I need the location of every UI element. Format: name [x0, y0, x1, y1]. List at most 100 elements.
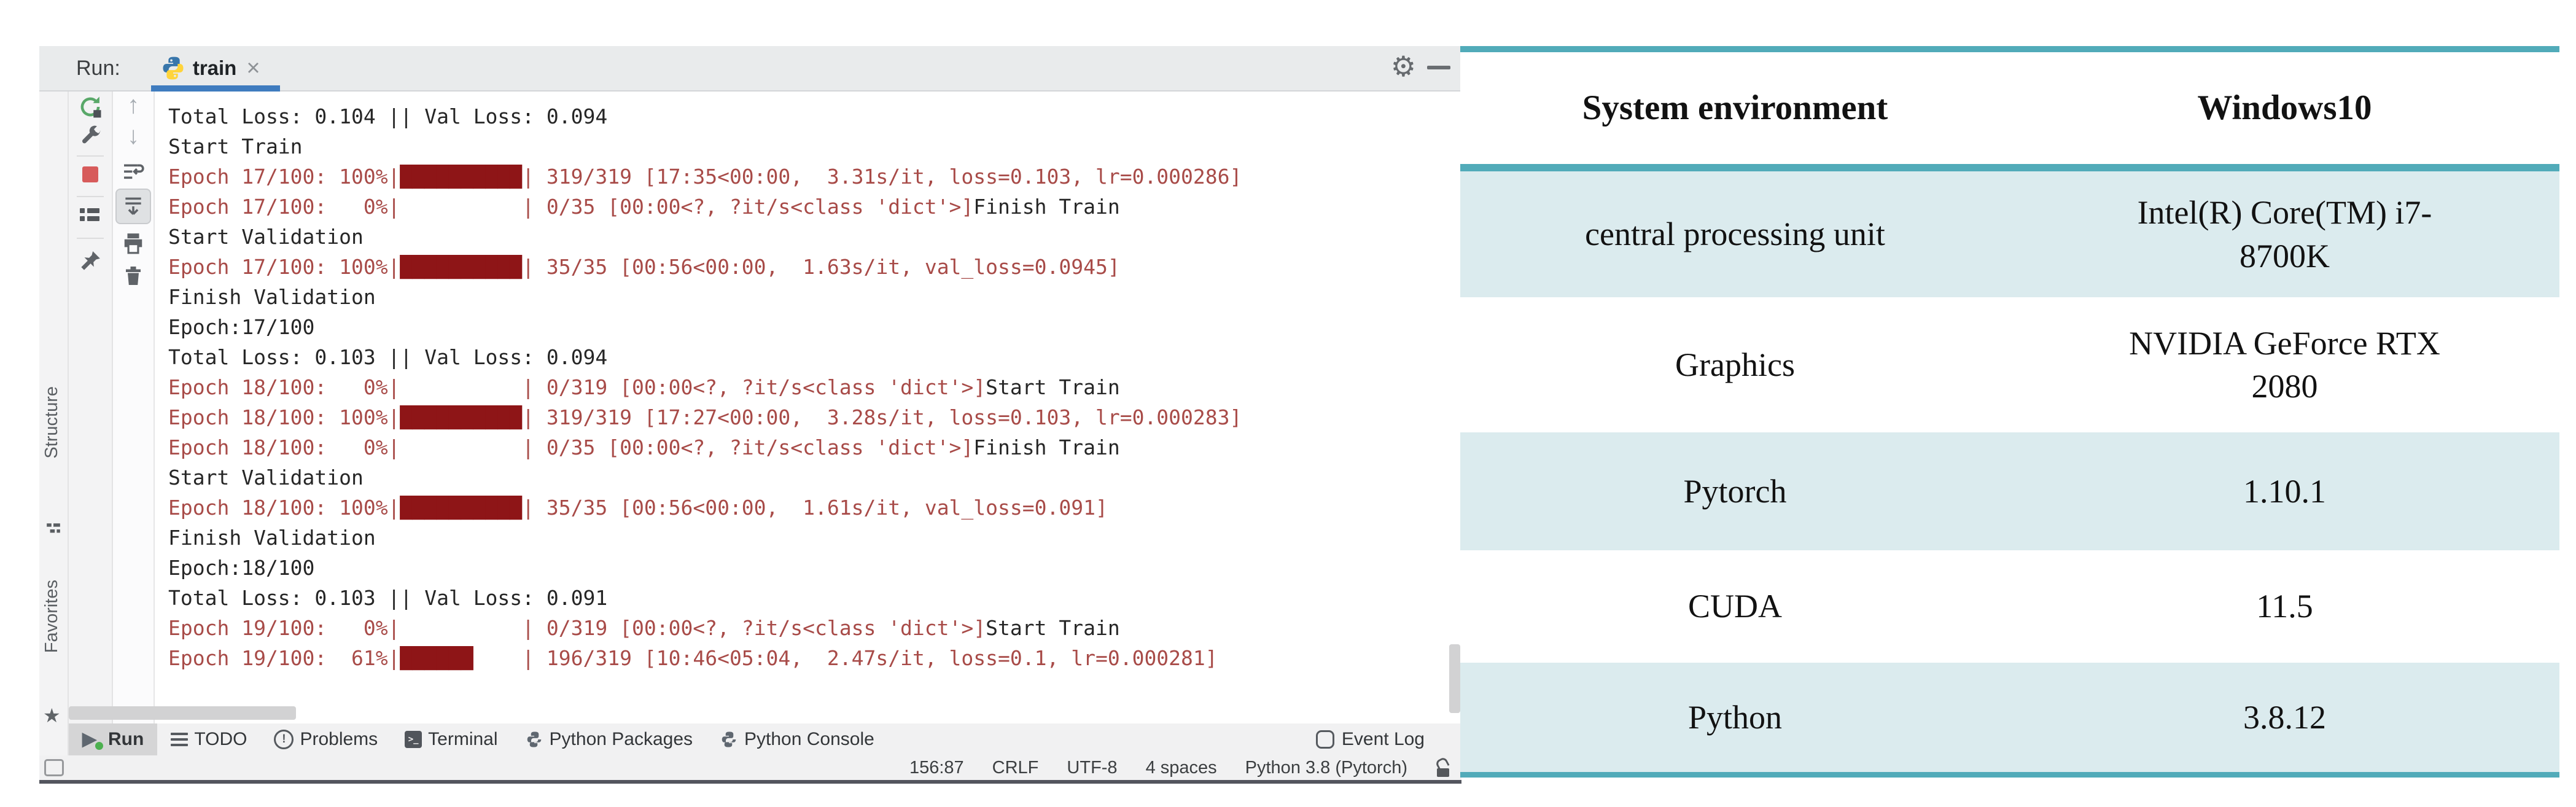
console-line: Epoch:18/100	[168, 553, 1461, 583]
print-icon[interactable]	[122, 232, 145, 258]
tool-tab-python-packages[interactable]: Python Packages	[512, 723, 706, 755]
run-panel-title: Run:	[76, 57, 120, 80]
minimize-icon[interactable]	[1427, 66, 1450, 69]
table-cell-key: Pytorch	[1460, 470, 2010, 513]
tool-tab-run-label: Run	[108, 729, 144, 750]
python-packages-icon	[525, 730, 543, 749]
console-line: Start Validation	[168, 222, 1461, 252]
stderr-text: Epoch 17/100: 100%|	[168, 165, 400, 189]
tab-train-label: train	[193, 57, 237, 80]
close-icon[interactable]: ×	[246, 57, 260, 80]
tool-tab-terminal[interactable]: >_ Terminal	[391, 723, 511, 755]
sidebar-item-structure[interactable]: Structure	[42, 386, 62, 459]
scroll-up-icon[interactable]: ↑	[127, 93, 139, 117]
caret-position[interactable]: 156:87	[909, 758, 964, 778]
rerun-icon[interactable]	[77, 94, 103, 123]
console-line: Epoch 19/100: 0%| | 0/319 [00:00<?, ?it/…	[168, 613, 1461, 643]
run-panel-body: Structure Favorites ★	[39, 92, 1461, 755]
active-tab-underline	[151, 85, 280, 92]
tool-window-toggle-icon[interactable]	[44, 759, 64, 776]
table-row: GraphicsNVIDIA GeForce RTX 2080	[1460, 297, 2559, 432]
terminal-icon: >_	[405, 731, 422, 748]
stderr-text: Epoch 18/100: 100%|	[168, 496, 400, 520]
sidebar-item-favorites[interactable]: Favorites	[42, 580, 62, 653]
console-area: ↑ ↓	[69, 92, 1461, 723]
progress-bar: ██████████	[400, 405, 523, 429]
table-body: central processing unitIntel(R) Core(TM)…	[1460, 171, 2559, 772]
stop-icon[interactable]	[82, 166, 98, 182]
tool-tab-terminal-label: Terminal	[428, 729, 497, 750]
soft-wrap-icon[interactable]	[121, 160, 146, 188]
console-output[interactable]: Total Loss: 0.104 || Val Loss: 0.094Star…	[155, 92, 1461, 723]
todo-list-icon	[171, 730, 188, 749]
table-cell-value: 3.8.12	[2010, 696, 2559, 739]
tool-tab-python-console-label: Python Console	[744, 729, 874, 750]
console-line: Epoch 18/100: 100%|██████████| 319/319 […	[168, 402, 1461, 432]
stderr-text: Epoch 19/100: 61%|	[168, 646, 400, 670]
vertical-scrollbar[interactable]	[1449, 644, 1460, 713]
run-panel-header: Run: train × ⚙	[39, 46, 1461, 92]
stderr-text: Epoch 19/100: 0%| | 0/319 [00:00<?, ?it/…	[168, 616, 986, 640]
scroll-down-icon[interactable]: ↓	[127, 123, 139, 148]
console-line: Start Train	[168, 131, 1461, 162]
stdout-text: Total Loss: 0.103 || Val Loss: 0.091	[168, 586, 607, 610]
tool-tab-todo[interactable]: TODO	[157, 723, 260, 755]
console-line: Epoch 17/100: 100%|██████████| 35/35 [00…	[168, 252, 1461, 282]
table-row: central processing unitIntel(R) Core(TM)…	[1460, 171, 2559, 297]
tool-tab-python-packages-label: Python Packages	[550, 729, 693, 750]
stdout-text: Finish Validation	[168, 526, 376, 550]
restore-layout-icon[interactable]	[80, 208, 101, 224]
tab-train[interactable]: train ×	[151, 46, 269, 90]
progress-bar: ██████	[400, 646, 473, 670]
panel-bottom-border	[39, 780, 1461, 784]
run-toolbar-left	[69, 92, 113, 723]
console-line: Epoch 19/100: 61%|██████ | 196/319 [10:4…	[168, 643, 1461, 673]
scroll-to-end-icon[interactable]	[115, 189, 151, 224]
structure-icon	[45, 521, 61, 540]
table-header-key: System environment	[1460, 85, 2010, 131]
stderr-text: | 319/319 [17:35<00:00, 3.31s/it, loss=0…	[522, 165, 1242, 189]
stdout-text: Start Validation	[168, 225, 364, 249]
indent-setting[interactable]: 4 spaces	[1146, 758, 1217, 778]
stdout-text: Total Loss: 0.104 || Val Loss: 0.094	[168, 104, 607, 128]
lock-icon[interactable]	[1436, 758, 1452, 777]
console-line: Epoch 17/100: 0%| | 0/35 [00:00<?, ?it/s…	[168, 192, 1461, 222]
gear-icon[interactable]: ⚙	[1391, 52, 1416, 80]
horizontal-scrollbar[interactable]	[69, 706, 296, 720]
line-separator[interactable]: CRLF	[992, 758, 1039, 778]
table-cell-key: CUDA	[1460, 585, 2010, 628]
table-cell-key: central processing unit	[1460, 212, 2010, 255]
interpreter[interactable]: Python 3.8 (Pytorch)	[1245, 758, 1407, 778]
system-environment-table: System environment Windows10 central pro…	[1460, 46, 2559, 778]
table-header-row: System environment Windows10	[1460, 52, 2559, 164]
stdout-text: Epoch:17/100	[168, 315, 314, 339]
console-line: Epoch 18/100: 0%| | 0/35 [00:00<?, ?it/s…	[168, 432, 1461, 462]
problems-icon: !	[274, 730, 294, 749]
settings-wrench-icon[interactable]	[78, 125, 103, 152]
clear-all-trash-icon[interactable]	[122, 265, 144, 290]
console-toolbar: ↑ ↓	[113, 92, 155, 723]
stdout-text: Epoch:18/100	[168, 556, 314, 580]
stdout-text: Start Validation	[168, 466, 364, 489]
stdout-text: Finish Validation	[168, 285, 376, 309]
stderr-text: Epoch 18/100: 100%|	[168, 405, 400, 429]
console-line: Total Loss: 0.103 || Val Loss: 0.094	[168, 342, 1461, 372]
console-line: Total Loss: 0.103 || Val Loss: 0.091	[168, 583, 1461, 613]
tool-tab-run[interactable]: ▶ Run	[69, 723, 157, 755]
stdout-text: Start Train	[986, 616, 1120, 640]
console-line: Epoch 17/100: 100%|██████████| 319/319 […	[168, 162, 1461, 192]
event-log-button[interactable]: Event Log	[1316, 729, 1461, 750]
tool-tab-problems-label: Problems	[300, 729, 378, 750]
console-line: Epoch 18/100: 0%| | 0/319 [00:00<?, ?it/…	[168, 372, 1461, 402]
stderr-text: Epoch 18/100: 0%| | 0/35 [00:00<?, ?it/s…	[168, 435, 973, 459]
file-encoding[interactable]: UTF-8	[1067, 758, 1117, 778]
tool-tab-python-console[interactable]: Python Console	[706, 723, 888, 755]
stdout-text: Finish Train	[973, 435, 1119, 459]
tool-tab-problems[interactable]: ! Problems	[260, 723, 391, 755]
console-line: Epoch 18/100: 100%|██████████| 35/35 [00…	[168, 493, 1461, 523]
console-line: Total Loss: 0.104 || Val Loss: 0.094	[168, 101, 1461, 131]
pin-icon[interactable]	[78, 249, 103, 276]
python-console-icon	[720, 730, 738, 749]
table-cell-value: NVIDIA GeForce RTX 2080	[2010, 322, 2559, 408]
